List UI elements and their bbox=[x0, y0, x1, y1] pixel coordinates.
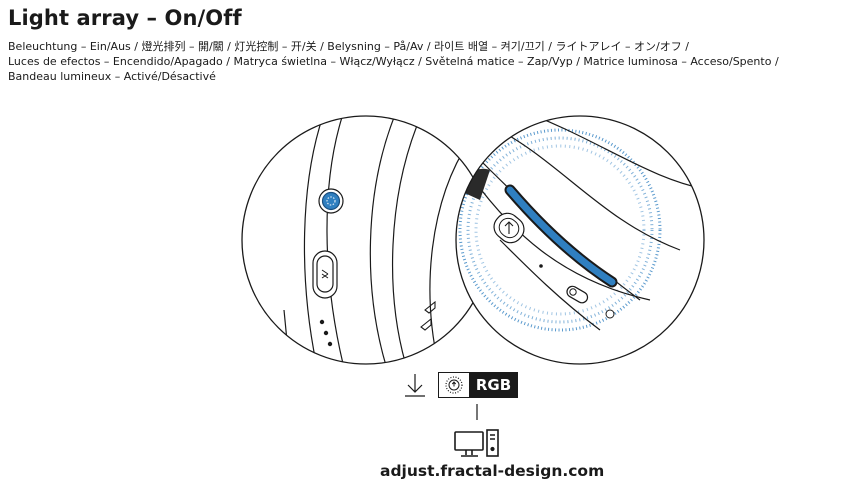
light-array-icon bbox=[439, 373, 470, 397]
left-detail-circle bbox=[241, 115, 491, 365]
right-detail-circle bbox=[455, 115, 705, 365]
rgb-software-badge: RGB bbox=[438, 372, 518, 398]
download-arrow-icon bbox=[405, 374, 425, 397]
page-title: Light array – On/Off bbox=[8, 6, 242, 30]
translation-line: Luces de efectos – Encendido/Apagado / M… bbox=[8, 55, 779, 68]
translation-line: Beleuchtung – Ein/Aus / 燈光排列 – 開/關 / 灯光控… bbox=[8, 40, 689, 53]
translations: Beleuchtung – Ein/Aus / 燈光排列 – 開/關 / 灯光控… bbox=[8, 39, 848, 84]
computer-icon bbox=[454, 429, 499, 457]
rgb-label: RGB bbox=[470, 373, 517, 397]
translation-line: Bandeau lumineux – Activé/Désactivé bbox=[8, 70, 216, 83]
software-url[interactable]: adjust.fractal-design.com bbox=[380, 462, 605, 480]
